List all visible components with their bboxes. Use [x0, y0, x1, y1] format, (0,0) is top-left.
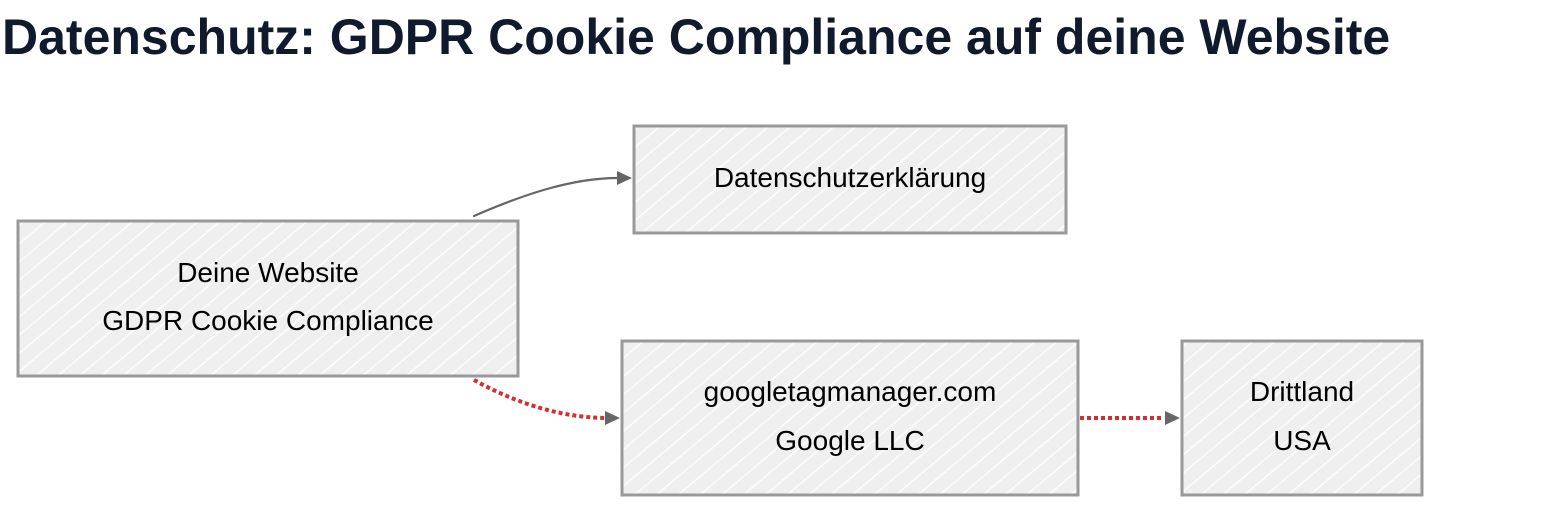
node-website: Deine Website GDPR Cookie Compliance: [16, 219, 520, 378]
node-privacy-statement-label: Datenschutzerklärung: [714, 162, 986, 193]
node-third-country: Drittland USA: [1180, 339, 1424, 497]
node-website-line1: Deine Website: [177, 257, 359, 288]
page-title: Datenschutz: GDPR Cookie Compliance auf …: [2, 9, 1391, 65]
node-googletagmanager-line2: Google LLC: [775, 425, 924, 456]
node-googletagmanager-line1: googletagmanager.com: [704, 376, 997, 407]
arrowhead-third-country: [1165, 411, 1180, 425]
connector-website-to-privacy: [472, 176, 620, 218]
node-googletagmanager: googletagmanager.com Google LLC: [620, 339, 1080, 497]
node-third-country-line1: Drittland: [1250, 376, 1354, 407]
connector-website-to-gtm: [473, 378, 605, 420]
node-third-country-line2: USA: [1273, 425, 1331, 456]
node-website-line2: GDPR Cookie Compliance: [102, 305, 433, 336]
node-privacy-statement: Datenschutzerklärung: [632, 124, 1068, 235]
arrowhead-gtm: [605, 411, 620, 425]
arrowhead-privacy: [617, 171, 632, 185]
